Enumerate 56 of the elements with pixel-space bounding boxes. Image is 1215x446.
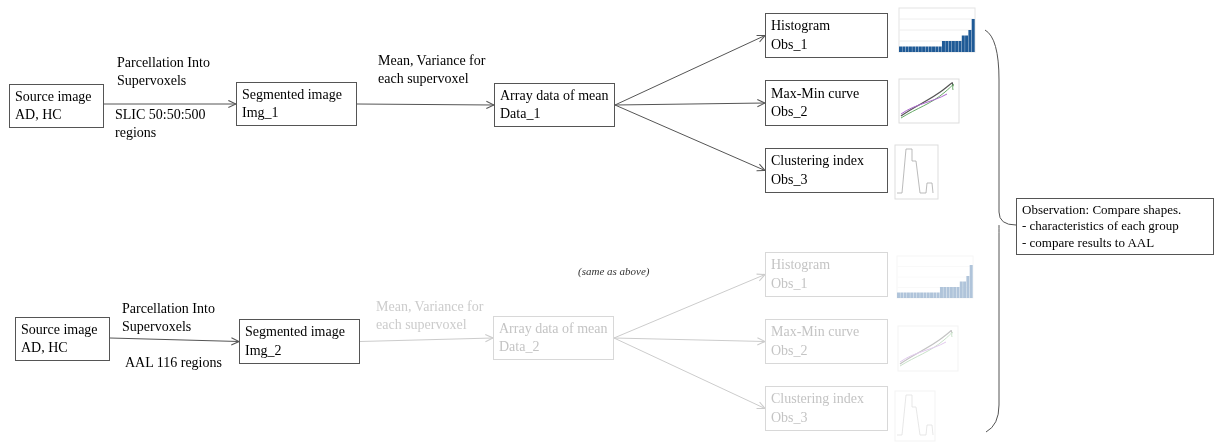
process-box xyxy=(765,13,888,58)
note-text: AAL 116 regions xyxy=(125,354,223,372)
process-box xyxy=(1016,198,1214,255)
node-label: Clustering index xyxy=(771,390,865,409)
process-box xyxy=(765,319,888,364)
arrow xyxy=(109,337,240,346)
arrow xyxy=(613,337,766,346)
note-text: (same as above) xyxy=(578,264,651,279)
node-label: Img_1 xyxy=(242,104,280,123)
node-label: Clustering index xyxy=(771,152,865,171)
process-box xyxy=(765,252,888,297)
node-label: Source image xyxy=(21,321,99,339)
arrow xyxy=(103,99,237,109)
node-label: - characteristics of each group xyxy=(1022,218,1180,235)
process-box xyxy=(493,316,614,361)
arrow xyxy=(613,337,766,410)
process-box xyxy=(9,84,104,129)
process-box xyxy=(236,82,357,127)
node-label: Data_1 xyxy=(500,105,542,124)
arrow xyxy=(356,100,495,110)
arrow xyxy=(613,273,766,339)
node-label: Segmented image xyxy=(242,86,343,104)
node-label: AD, HC xyxy=(21,339,69,358)
edge-label: Parcellation Into Supervoxels xyxy=(117,54,211,91)
node-label: Data_2 xyxy=(499,338,541,357)
node-label: Source image xyxy=(15,88,93,106)
note-text: SLIC 50:50:500 regions xyxy=(115,106,207,143)
process-box xyxy=(765,386,888,431)
node-label: - compare results to AAL xyxy=(1022,234,1156,251)
edge-label: Mean, Variance for each supervoxel xyxy=(378,52,487,89)
node-label: Obs_3 xyxy=(771,408,809,427)
process-box xyxy=(239,319,360,364)
process-box xyxy=(494,83,615,128)
node-label: Obs_2 xyxy=(771,341,809,360)
node-label: Img_2 xyxy=(245,341,283,360)
node-label: Histogram xyxy=(771,256,832,275)
process-box xyxy=(765,148,888,193)
node-label: AD, HC xyxy=(15,106,63,125)
arrow xyxy=(614,34,766,106)
arrow xyxy=(614,104,766,172)
process-box xyxy=(765,80,888,126)
edge-label: Parcellation Into Supervoxels xyxy=(122,300,216,337)
node-label: Array data of mean xyxy=(500,87,609,105)
node-label: Histogram xyxy=(771,17,832,36)
node-label: Obs_1 xyxy=(771,35,809,54)
node-label: Max-Min curve xyxy=(771,323,861,342)
node-label: Segmented image xyxy=(245,323,346,342)
node-label: Obs_3 xyxy=(771,170,809,189)
node-label: Obs_1 xyxy=(771,274,809,293)
node-label: Max-Min curve xyxy=(771,84,861,103)
node-label: Array data of mean xyxy=(499,320,608,338)
arrow xyxy=(614,98,766,108)
process-box xyxy=(15,317,110,362)
node-label: Obs_2 xyxy=(771,103,809,121)
node-label: Observation: Compare shapes. xyxy=(1022,202,1183,219)
arrow xyxy=(359,334,494,343)
